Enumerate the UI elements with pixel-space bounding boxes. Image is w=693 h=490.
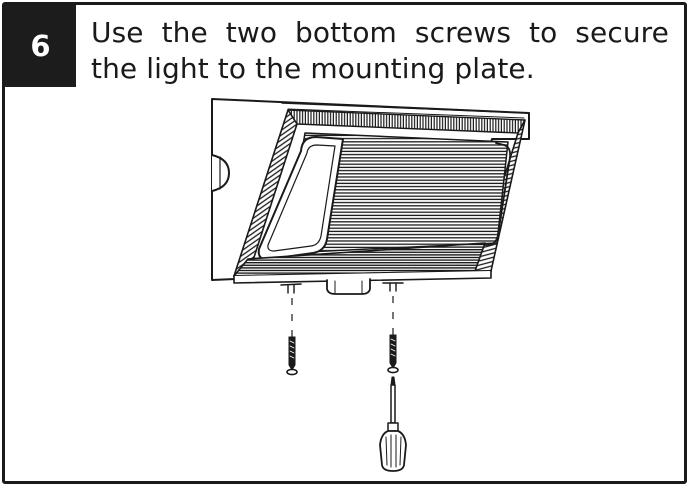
step-instruction: Use the two bottom screws to secure the …: [91, 16, 669, 85]
mounting-screw-left: [286, 336, 298, 376]
light-fixture: [211, 98, 530, 295]
step-number: 6: [30, 29, 51, 63]
step-number-badge: 6: [5, 5, 76, 87]
step-panel: 6 Use the two bottom screws to secure th…: [2, 2, 687, 484]
mounting-screw-right: [387, 334, 399, 374]
alignment-guides: [291, 296, 394, 341]
installation-illustration: [211, 98, 530, 472]
screwdriver: [379, 376, 407, 472]
